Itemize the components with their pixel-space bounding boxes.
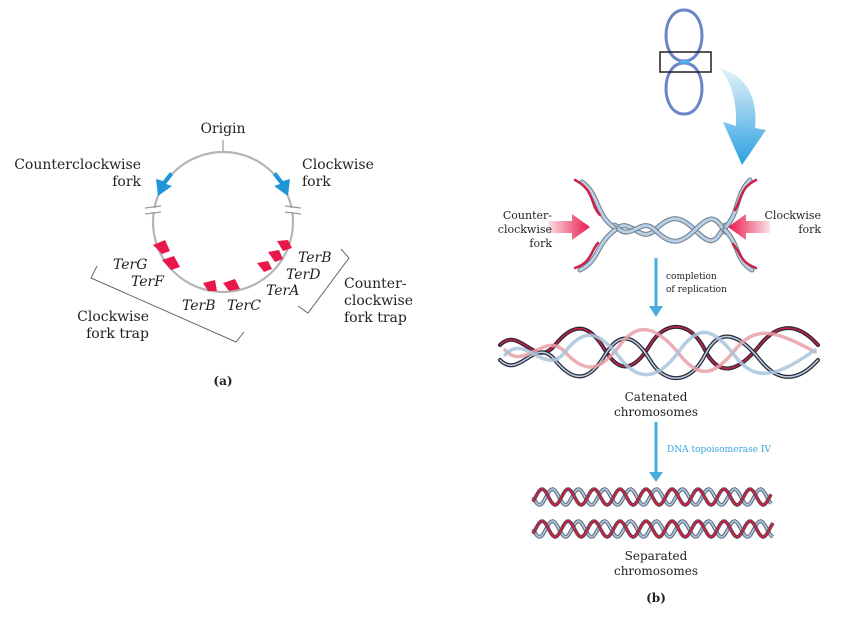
completion-arrow-head-icon [649,306,663,317]
ccw-fork-trap-bracket [297,248,350,314]
ter-f-label: TerF [131,274,164,290]
cw-fork-push-arrow-icon [728,214,770,240]
ter-b-left-label: TerB [182,298,216,314]
ccw-fork-push-arrow-icon [548,214,590,240]
ter-a-label: TerA [266,283,300,299]
ccw-fork-label-b: Counter- clockwise fork [497,209,552,250]
completion-of-replication-label: completion of replication [666,272,727,295]
separated-chromosome-2 [531,519,775,539]
replicating-chromosome-icon [664,8,704,116]
zoom-in-arrow-icon [719,68,766,165]
break-mark-left [144,205,162,215]
catenated-chromosomes-label: Catenated chromosomes [613,390,699,419]
ter-g-label: TerG [113,257,148,273]
panel-b [498,8,820,539]
ter-d-label: TerD [286,267,321,283]
circular-chromosome [151,150,295,294]
ter-c-label: TerC [227,298,261,314]
ter-b-left-site-icon [203,280,217,291]
topoisomerase-label: DNA topoisomerase IV [667,445,771,455]
ccw-fork-trap-label: Counter- clockwise fork trap [344,276,414,326]
ter-g-site-icon [153,240,170,254]
ccw-fork-arrow-icon [156,172,173,196]
helix-1-strand-red [532,488,772,507]
cw-fork-trap-label: Clockwise fork trap [77,309,149,342]
helix-2-strand-red [532,520,774,539]
panel-a-caption: (a) [213,374,233,388]
ccw-fork-label: Counterclockwise fork [14,157,141,190]
ter-b-right-label: TerB [298,250,332,266]
replication-fork-dna [573,177,758,273]
separated-chromosome-1 [531,487,773,507]
ter-c-site-icon [223,279,240,291]
cw-fork-label: Clockwise fork [302,157,374,190]
cw-fork-label-b: Clockwise fork [764,209,821,236]
zoom-region-box [659,51,712,73]
cw-fork-arrow-icon [273,172,290,196]
ter-d-site-icon [268,250,283,262]
topoisomerase-arrow-head-icon [649,472,663,482]
ter-a-site-icon [257,261,272,272]
separated-chromosomes-label: Separated chromosomes [613,549,699,578]
origin-label: Origin [200,121,246,137]
cw-fork-trap-bracket [90,265,245,343]
panel-b-caption: (b) [646,591,666,605]
catenated-chromosomes-dna [498,324,820,381]
break-mark-right [284,205,302,215]
ter-f-site-icon [162,256,180,270]
ter-b-right-site-icon [277,240,292,251]
panel-a-chromosome [90,140,350,343]
